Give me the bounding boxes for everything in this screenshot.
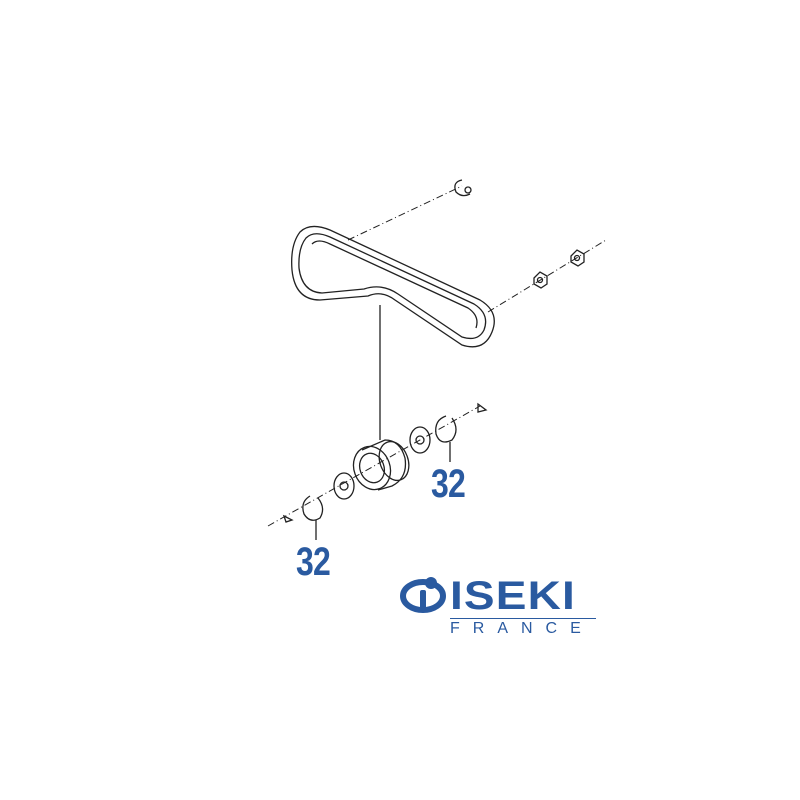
callout-32-right: 32 bbox=[431, 462, 466, 506]
circlips bbox=[282, 402, 488, 540]
circlip-top bbox=[454, 179, 472, 197]
callout-32-left: 32 bbox=[296, 540, 331, 584]
pulley bbox=[352, 439, 410, 491]
logo-name: ISEKI bbox=[450, 574, 576, 618]
logo-divider bbox=[450, 618, 596, 619]
nuts bbox=[533, 249, 585, 289]
logo-subtitle: FRANCE bbox=[450, 620, 594, 637]
iseki-logo-icon bbox=[400, 577, 446, 613]
bearings bbox=[333, 426, 431, 500]
belt bbox=[291, 225, 495, 348]
axis-lines bbox=[267, 185, 607, 527]
